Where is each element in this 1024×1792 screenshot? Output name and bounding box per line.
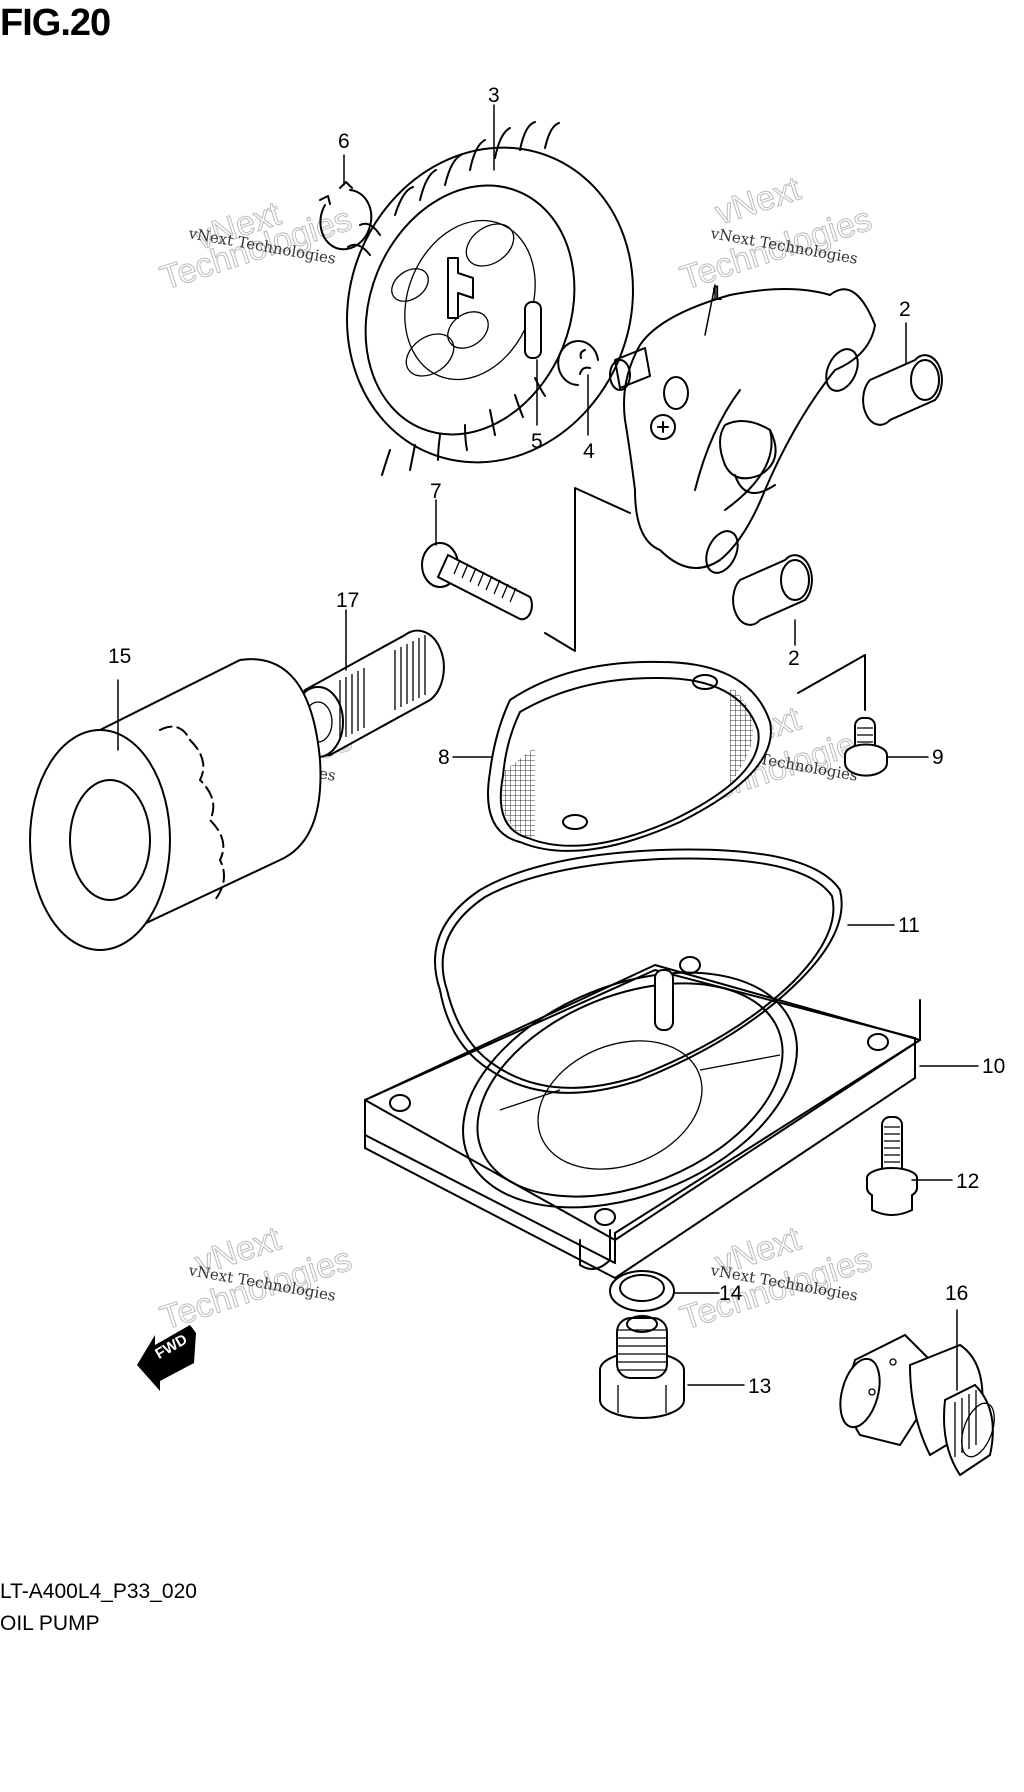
watermark-top-right: vNext Technologies vNext Technologies xyxy=(675,169,877,298)
part-drain-plug[interactable] xyxy=(599,1315,685,1419)
leader-bracket-bolt xyxy=(797,654,866,711)
part-oil-pump-body[interactable] xyxy=(609,288,877,578)
callout-labels: 1 2 2 3 4 5 6 7 8 9 10 11 12 13 14 15 16… xyxy=(108,84,1005,1398)
part-bolt-small[interactable] xyxy=(844,717,888,777)
callout-11[interactable]: 11 xyxy=(898,914,920,937)
callout-13[interactable]: 13 xyxy=(748,1375,771,1398)
part-oil-sump-plate[interactable] xyxy=(364,927,921,1280)
arrow-down-left-icon xyxy=(137,1325,196,1391)
part-o-ring[interactable] xyxy=(434,848,843,1094)
leader-lines xyxy=(117,104,979,1391)
part-pressure-switch[interactable] xyxy=(834,1333,1001,1477)
callout-2-upper[interactable]: 2 xyxy=(899,298,911,321)
part-e-ring[interactable] xyxy=(557,340,599,386)
callout-3[interactable]: 3 xyxy=(488,84,500,107)
callout-9[interactable]: 9 xyxy=(932,746,944,769)
leader-bracket-screw xyxy=(544,487,631,652)
part-screw[interactable] xyxy=(421,542,533,621)
callout-6[interactable]: 6 xyxy=(338,130,350,153)
part-dowel-pin-lower[interactable] xyxy=(732,554,813,626)
callout-7[interactable]: 7 xyxy=(430,480,442,503)
figure-name: OIL PUMP xyxy=(0,1612,100,1635)
watermark-top-left: vNext Technologies vNext Technologies xyxy=(155,194,357,298)
callout-5[interactable]: 5 xyxy=(531,430,543,453)
watermark-bottom-left: vNext Technologies vNext Technologies xyxy=(155,1219,357,1338)
callout-8[interactable]: 8 xyxy=(438,746,450,769)
callout-4[interactable]: 4 xyxy=(583,440,595,463)
part-oil-strainer[interactable] xyxy=(487,660,772,852)
part-dowel-pin-upper[interactable] xyxy=(862,354,943,426)
callout-17[interactable]: 17 xyxy=(336,589,359,612)
callout-15[interactable]: 15 xyxy=(108,645,131,668)
callout-1[interactable]: 1 xyxy=(711,282,723,305)
part-gasket[interactable] xyxy=(609,1270,675,1312)
figure-title: FIG.20 xyxy=(0,2,111,44)
callout-2-lower[interactable]: 2 xyxy=(788,647,800,670)
part-driven-gear[interactable] xyxy=(300,104,679,506)
watermark-bottom-right: vNext Technologies vNext Technologies xyxy=(675,1219,877,1338)
part-bolt-flange[interactable] xyxy=(866,1116,918,1216)
part-oil-filter[interactable] xyxy=(29,658,322,951)
callout-16[interactable]: 16 xyxy=(945,1282,968,1305)
part-circlip[interactable] xyxy=(319,181,373,251)
callout-10[interactable]: 10 xyxy=(982,1055,1005,1078)
callout-14[interactable]: 14 xyxy=(719,1282,743,1305)
callout-12[interactable]: 12 xyxy=(956,1170,979,1193)
figure-code: LT-A400L4_P33_020 xyxy=(0,1580,197,1603)
part-pin[interactable] xyxy=(524,301,542,359)
